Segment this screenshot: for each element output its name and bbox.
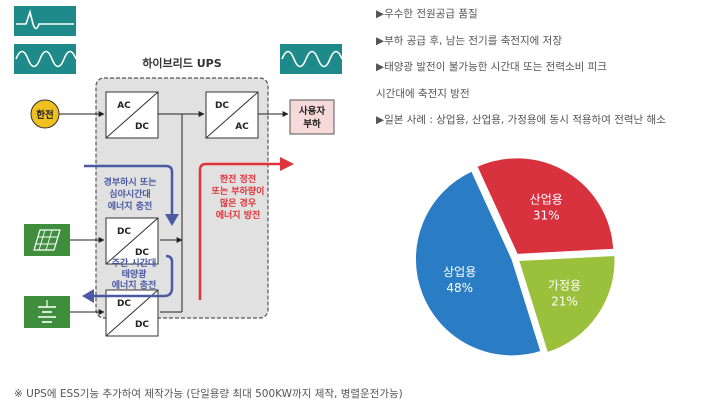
dc-dc-converter-solar: DC DC	[105, 217, 159, 265]
pie-value-label: 21%	[551, 294, 578, 308]
ac-dc-converter: AC DC	[105, 91, 159, 139]
usage-pie-chart: 산업용 31% 가정용 21% 상업용 48%	[414, 156, 616, 357]
svg-text:DC: DC	[117, 227, 131, 237]
battery-icon	[24, 296, 70, 328]
svg-text:부하: 부하	[303, 118, 321, 130]
blue-note-1: 경부하시 또는 심야시간대 에너지 충전	[104, 176, 157, 212]
svg-text:DC: DC	[135, 248, 149, 258]
dc-dc-converter-battery: DC DC	[105, 289, 159, 337]
charge-arrow-solar	[92, 254, 174, 298]
ups-title: 하이브리드 UPS	[142, 56, 221, 70]
feature-item: ▶태양광 발전이 불가능한 시간대 또는 전력소비 피크	[376, 61, 607, 73]
svg-text:주간 시간대: 주간 시간대	[112, 257, 157, 269]
svg-text:경부하시 또는: 경부하시 또는	[104, 176, 157, 188]
charge-arrow-grid-head	[165, 214, 179, 226]
solar-panel-icon	[24, 224, 70, 256]
svg-text:또는 부하량이: 또는 부하량이	[212, 185, 265, 197]
feature-list: ▶우수한 전원공급 품질 ▶부하 공급 후, 남는 전기를 축전지에 저장 ▶태…	[376, 6, 702, 139]
pie-slice-1	[475, 156, 615, 256]
svg-text:AC: AC	[235, 122, 249, 132]
svg-text:DC: DC	[135, 122, 149, 132]
svg-text:한전 정전: 한전 정전	[220, 173, 256, 185]
pie-category-label: 상업용	[443, 265, 476, 279]
waveform-distorted-icon	[14, 6, 76, 36]
discharge-arrow	[198, 162, 282, 300]
pie-slice-3	[414, 169, 543, 357]
blue-note-2: 주간 시간대 태양광 에너지 충전	[112, 257, 157, 291]
red-note: 한전 정전 또는 부하량이 많은 경우 에너지 방전	[212, 173, 265, 221]
feature-item: 시간대에 축전지 방전	[376, 87, 470, 100]
pie-category-label: 가정용	[548, 278, 581, 292]
svg-text:에너지 충전: 에너지 충전	[112, 279, 157, 291]
svg-text:DC: DC	[215, 101, 229, 111]
grid-label: 한전	[36, 109, 53, 121]
charge-arrow-solar-head	[82, 289, 94, 303]
svg-text:사용자: 사용자	[299, 105, 325, 117]
svg-text:많은 경우: 많은 경우	[220, 197, 256, 209]
footnote: ※ UPS에 ESS기능 추가하여 제작가능 (단일용량 최대 500KW까지 …	[14, 388, 403, 400]
svg-text:AC: AC	[117, 101, 131, 111]
pie-category-label: 산업용	[530, 192, 563, 206]
svg-text:에너지 방전: 에너지 방전	[216, 209, 261, 221]
waveform-output-sine-icon	[280, 44, 343, 74]
pie-value-label: 31%	[533, 208, 560, 222]
charge-arrow-grid	[84, 164, 174, 216]
feature-item: ▶일본 사례 : 상업용, 산업용, 가정용에 동시 적용하여 전력난 해소	[376, 114, 666, 126]
pie-slice-2	[517, 254, 616, 354]
discharge-arrow-head	[280, 157, 294, 171]
waveform-sine-icon	[14, 44, 77, 74]
svg-text:DC: DC	[135, 320, 149, 330]
svg-text:심야시간대: 심야시간대	[109, 188, 150, 200]
svg-text:DC: DC	[117, 299, 131, 309]
pie-value-label: 48%	[446, 281, 473, 295]
dc-ac-converter: DC AC	[205, 91, 259, 139]
feature-item: ▶부하 공급 후, 남는 전기를 축전지에 저장	[376, 34, 562, 47]
feature-item: ▶우수한 전원공급 품질	[376, 8, 478, 20]
user-load-box: 사용자 부하	[289, 99, 335, 135]
svg-text:태양광: 태양광	[122, 268, 148, 280]
svg-text:에너지 충전: 에너지 충전	[108, 200, 153, 212]
